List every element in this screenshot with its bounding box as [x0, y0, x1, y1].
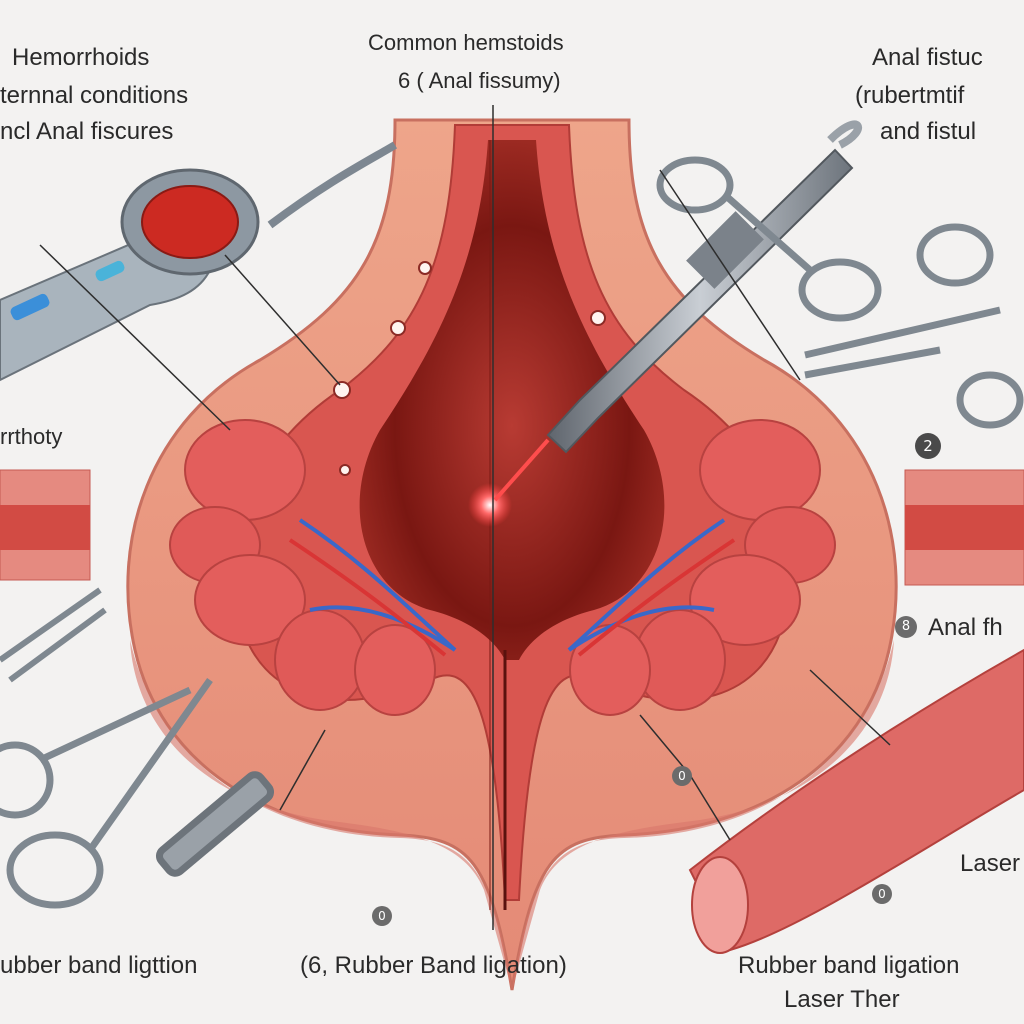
- label-laser: Laser: [960, 850, 1021, 877]
- marker-2: 2: [915, 433, 941, 459]
- label-anal-fissure: 6 ( Anal fissumy): [398, 68, 561, 93]
- anal-glands: [333, 261, 606, 476]
- left-sphincter-lobes: [169, 419, 436, 716]
- coagulation-device: [0, 141, 398, 382]
- marker-8: 8: [895, 616, 917, 638]
- label-internal-conditions: ternnal conditions: [0, 82, 189, 109]
- label-rubber-band: (rubertmtif: [855, 82, 965, 109]
- laser-probe: [468, 120, 862, 527]
- marker-right-lower: 0: [872, 884, 892, 904]
- label-hemorrhoidectomy: rrthoty: [0, 424, 63, 449]
- label-rubber-band-ligation-center: (6, Rubber Band ligation): [300, 952, 567, 979]
- label-laser-therapy: Laser Ther: [784, 986, 900, 1013]
- label-hemorrhoids: Hemorrhoids: [12, 44, 150, 71]
- lumen: [359, 140, 665, 660]
- lower-tissue-shadow: [130, 640, 894, 990]
- label-anal-fistula: Anal fistuc: [872, 44, 983, 71]
- surgical-scissors-top: [656, 156, 1024, 429]
- anal-canal-cross-section: [126, 118, 898, 991]
- rubber-band-tissue: [688, 648, 1024, 954]
- side-tissue-strips: [0, 469, 1024, 586]
- right-sphincter-lobes: [569, 419, 836, 716]
- leader-lines: [39, 105, 891, 930]
- label-rubber-band-ligation-left: ubber band ligttion: [0, 952, 198, 979]
- label-rubber-band-ligation-right: Rubber band ligation: [738, 952, 960, 979]
- marker-center: 0: [672, 766, 692, 786]
- label-and-fistula: and fistul: [880, 118, 977, 145]
- marker-bottom-center: 0: [372, 906, 392, 926]
- label-anal-fh: Anal fh: [928, 614, 1003, 641]
- label-anal-fissures: ncl Anal fiscures: [0, 118, 174, 145]
- surgical-scissors-bottom: [0, 587, 275, 909]
- label-common-hemorrhoids: Common hemstoids: [368, 30, 564, 55]
- blood-vessels: [288, 518, 736, 657]
